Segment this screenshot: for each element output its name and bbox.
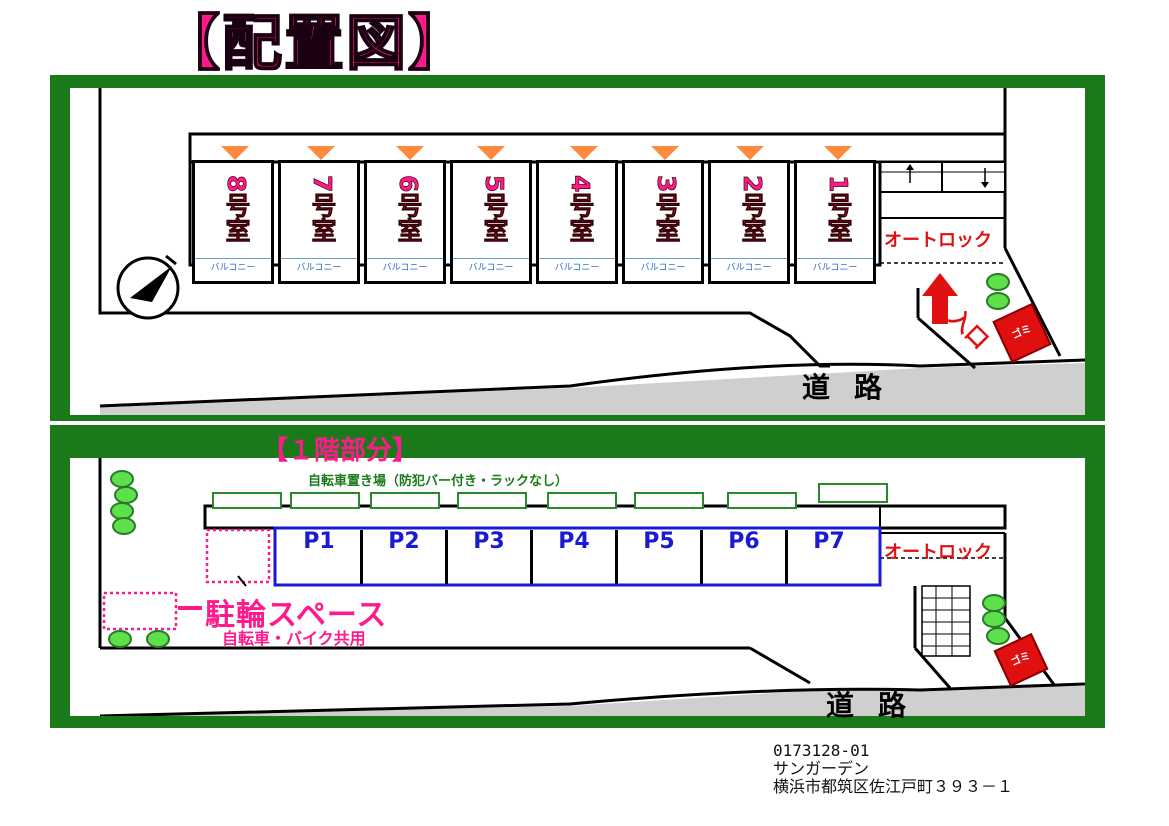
room-entry-marker	[736, 146, 764, 160]
room-1: 1号室 バルコニー	[794, 160, 876, 284]
room-label: 7号室	[308, 175, 338, 243]
room-label: 4号室	[566, 175, 596, 243]
bike-rack	[547, 492, 617, 509]
room-7: 7号室 バルコニー	[278, 160, 360, 284]
bike-rack	[212, 492, 282, 509]
balcony-label: バルコニー	[367, 258, 443, 277]
parking-space-7: P7	[813, 529, 845, 554]
tree-icon	[108, 630, 132, 648]
balcony-label: バルコニー	[281, 258, 357, 277]
tree-icon	[114, 486, 138, 504]
room-label: 2号室	[738, 175, 768, 243]
room-4: 4号室 バルコニー	[536, 160, 618, 284]
property-code: 0173128-01	[773, 741, 870, 760]
ground-floor-heading: 【１階部分】	[262, 436, 419, 466]
bike-space-note: 自転車・バイク共用	[222, 629, 366, 648]
room-label: 8号室	[222, 175, 252, 243]
road-label-ground: 道路	[826, 689, 931, 722]
room-entry-marker	[396, 146, 424, 160]
bike-rack-note: 自転車置き場（防犯バー付き・ラックなし）	[308, 474, 569, 489]
bike-rack	[727, 492, 797, 509]
bike-rack	[370, 492, 440, 509]
page-title: 【配置図】	[159, 8, 470, 80]
room-entry-marker	[477, 146, 505, 160]
balcony-label: バルコニー	[539, 258, 615, 277]
tree-icon	[986, 273, 1010, 291]
autolock-label-upper: オートロック	[884, 230, 992, 251]
parking-space-1: P1	[278, 530, 363, 584]
tree-icon	[982, 610, 1006, 628]
room-label: 6号室	[394, 175, 424, 243]
parking-space-6: P6	[703, 530, 788, 584]
room-entry-marker	[221, 146, 249, 160]
tree-icon	[986, 292, 1010, 310]
parking-space-2: P2	[363, 530, 448, 584]
room-8: 8号室 バルコニー	[192, 160, 274, 284]
room-6: 6号室 バルコニー	[364, 160, 446, 284]
bike-rack	[634, 492, 704, 509]
room-label: 1号室	[824, 175, 854, 243]
balcony-label: バルコニー	[453, 258, 529, 277]
room-entry-marker	[570, 146, 598, 160]
room-entry-marker	[651, 146, 679, 160]
parking-space-4: P4	[533, 530, 618, 584]
property-name: サンガーデン	[773, 759, 870, 778]
room-label: 3号室	[652, 175, 682, 243]
parking-space-5: P5	[618, 530, 703, 584]
room-entry-marker	[824, 146, 852, 160]
balcony-label: バルコニー	[195, 258, 271, 277]
room-3: 3号室 バルコニー	[622, 160, 704, 284]
property-address: 横浜市都筑区佐江戸町３９３－１	[773, 777, 1014, 796]
parking-space-3: P3	[448, 530, 533, 584]
road-label-upper: 道路	[802, 371, 907, 404]
tree-icon	[112, 517, 136, 535]
room-5: 5号室 バルコニー	[450, 160, 532, 284]
balcony-label: バルコニー	[625, 258, 701, 277]
room-entry-marker	[307, 146, 335, 160]
bike-rack	[290, 492, 360, 509]
bike-rack	[457, 492, 527, 509]
tree-icon	[986, 627, 1010, 645]
balcony-label: バルコニー	[711, 258, 787, 277]
room-2: 2号室 バルコニー	[708, 160, 790, 284]
bike-space-label: 駐輪スペース	[205, 598, 388, 633]
room-label: 5号室	[480, 175, 510, 243]
tree-icon	[146, 630, 170, 648]
bike-rack	[818, 483, 888, 503]
property-info: 0173128-01 サンガーデン 横浜市都筑区佐江戸町３９３－１	[773, 742, 1013, 796]
autolock-label-ground: オートロック	[884, 542, 992, 563]
balcony-label: バルコニー	[797, 258, 873, 277]
